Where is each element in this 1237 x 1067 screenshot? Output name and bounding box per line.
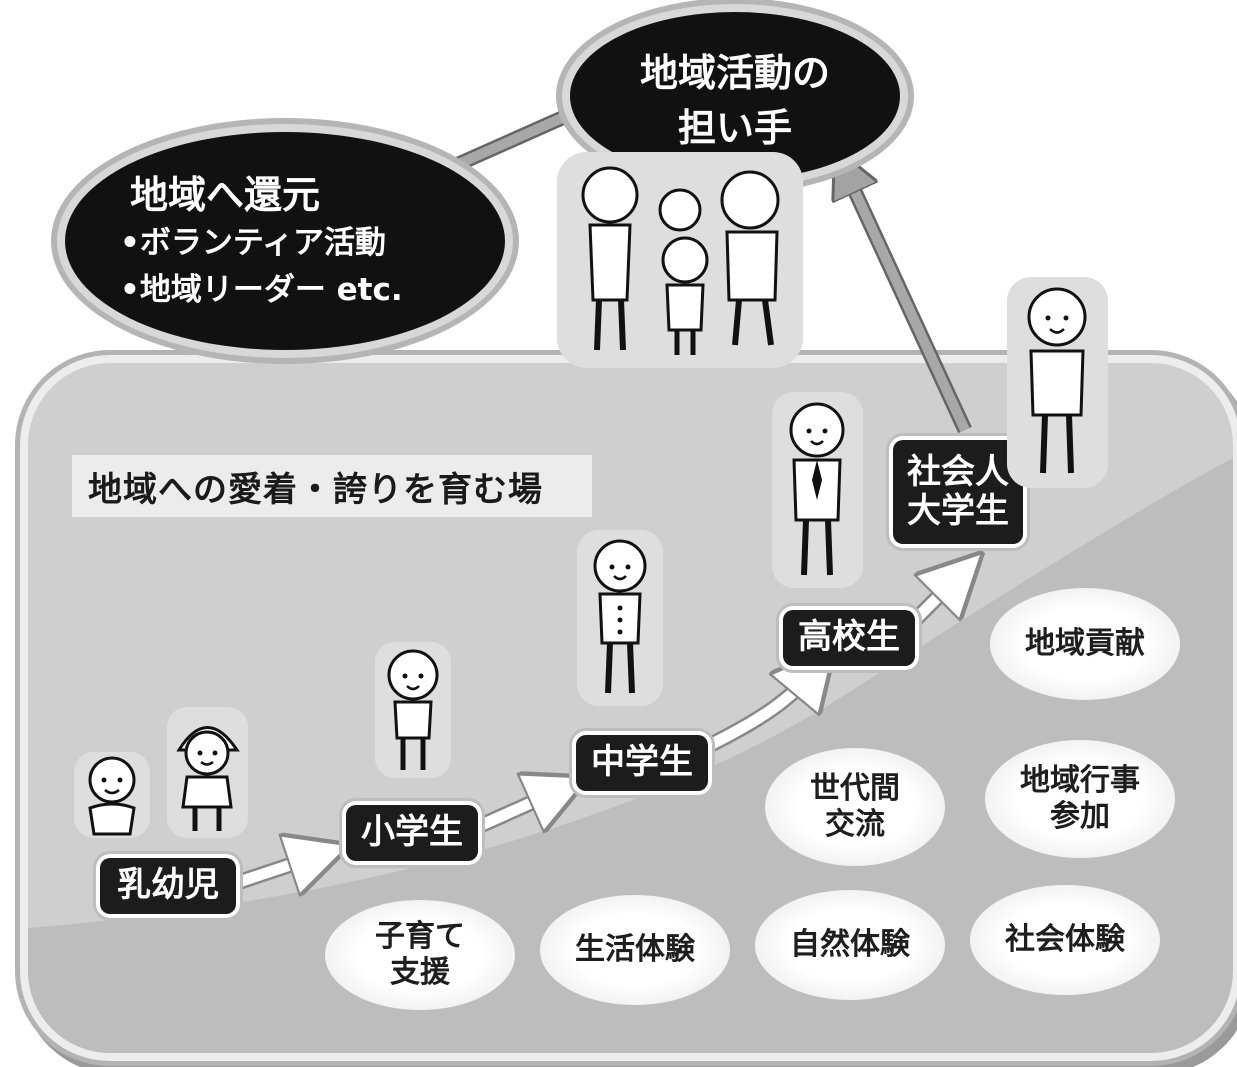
return-bubble: 地域へ還元 •ボランティア活動 •地域リーダー etc. (65, 132, 505, 350)
return-bubble-item: •地域リーダー etc. (120, 272, 403, 308)
activity-line: 地域行事 (1020, 763, 1140, 798)
leaders-bubble-line: 担い手 (677, 106, 792, 150)
stage-label-infant: 乳幼児 (100, 858, 236, 914)
community-leaders-group-figure (557, 152, 803, 368)
stage-label-line: 社会人 (907, 451, 1009, 492)
leaders-bubble-line: 地域活動の (639, 51, 830, 95)
return-bubble-title: 地域へ還元 (130, 173, 321, 217)
activity-line: 子育て (375, 919, 465, 954)
junior-high-figure (577, 530, 663, 706)
stage-label-line: 大学生 (907, 491, 1009, 531)
activity-life-experience: 生活体験 (540, 895, 730, 1005)
stage-label-junior-high: 中学生 (576, 735, 708, 791)
growth-arrow-path (227, 575, 960, 885)
region-lower-shade (28, 458, 1233, 1053)
activity-community-contribution: 地域貢献 (990, 588, 1180, 700)
activity-line: 支援 (390, 955, 450, 990)
stage-label-high-school: 高校生 (783, 610, 915, 666)
baby-figure (74, 752, 150, 838)
elementary-figure (375, 642, 451, 778)
stage-label-elementary: 小学生 (346, 805, 478, 861)
activity-line: 交流 (825, 807, 885, 842)
activity-childcare-support: 子育て 支援 (325, 900, 515, 1010)
region-title: 地域への愛着・誇りを育む場 (72, 455, 592, 517)
stage-label-adult-university: 社会人 大学生 (893, 440, 1023, 544)
adult-figure (1007, 277, 1108, 488)
activity-line: 世代間 (810, 771, 900, 806)
arrow-to-leaders (845, 170, 972, 434)
activity-social-experience: 社会体験 (970, 885, 1160, 995)
activity-line: 参加 (1050, 799, 1110, 834)
high-school-figure (772, 392, 863, 588)
activity-nature-experience: 自然体験 (755, 890, 945, 1000)
toddler-figure (167, 707, 248, 838)
return-bubble-item: •ボランティア活動 (120, 225, 386, 261)
activity-community-event-participation: 地域行事 参加 (985, 740, 1175, 858)
activity-intergenerational-exchange: 世代間 交流 (765, 748, 945, 866)
